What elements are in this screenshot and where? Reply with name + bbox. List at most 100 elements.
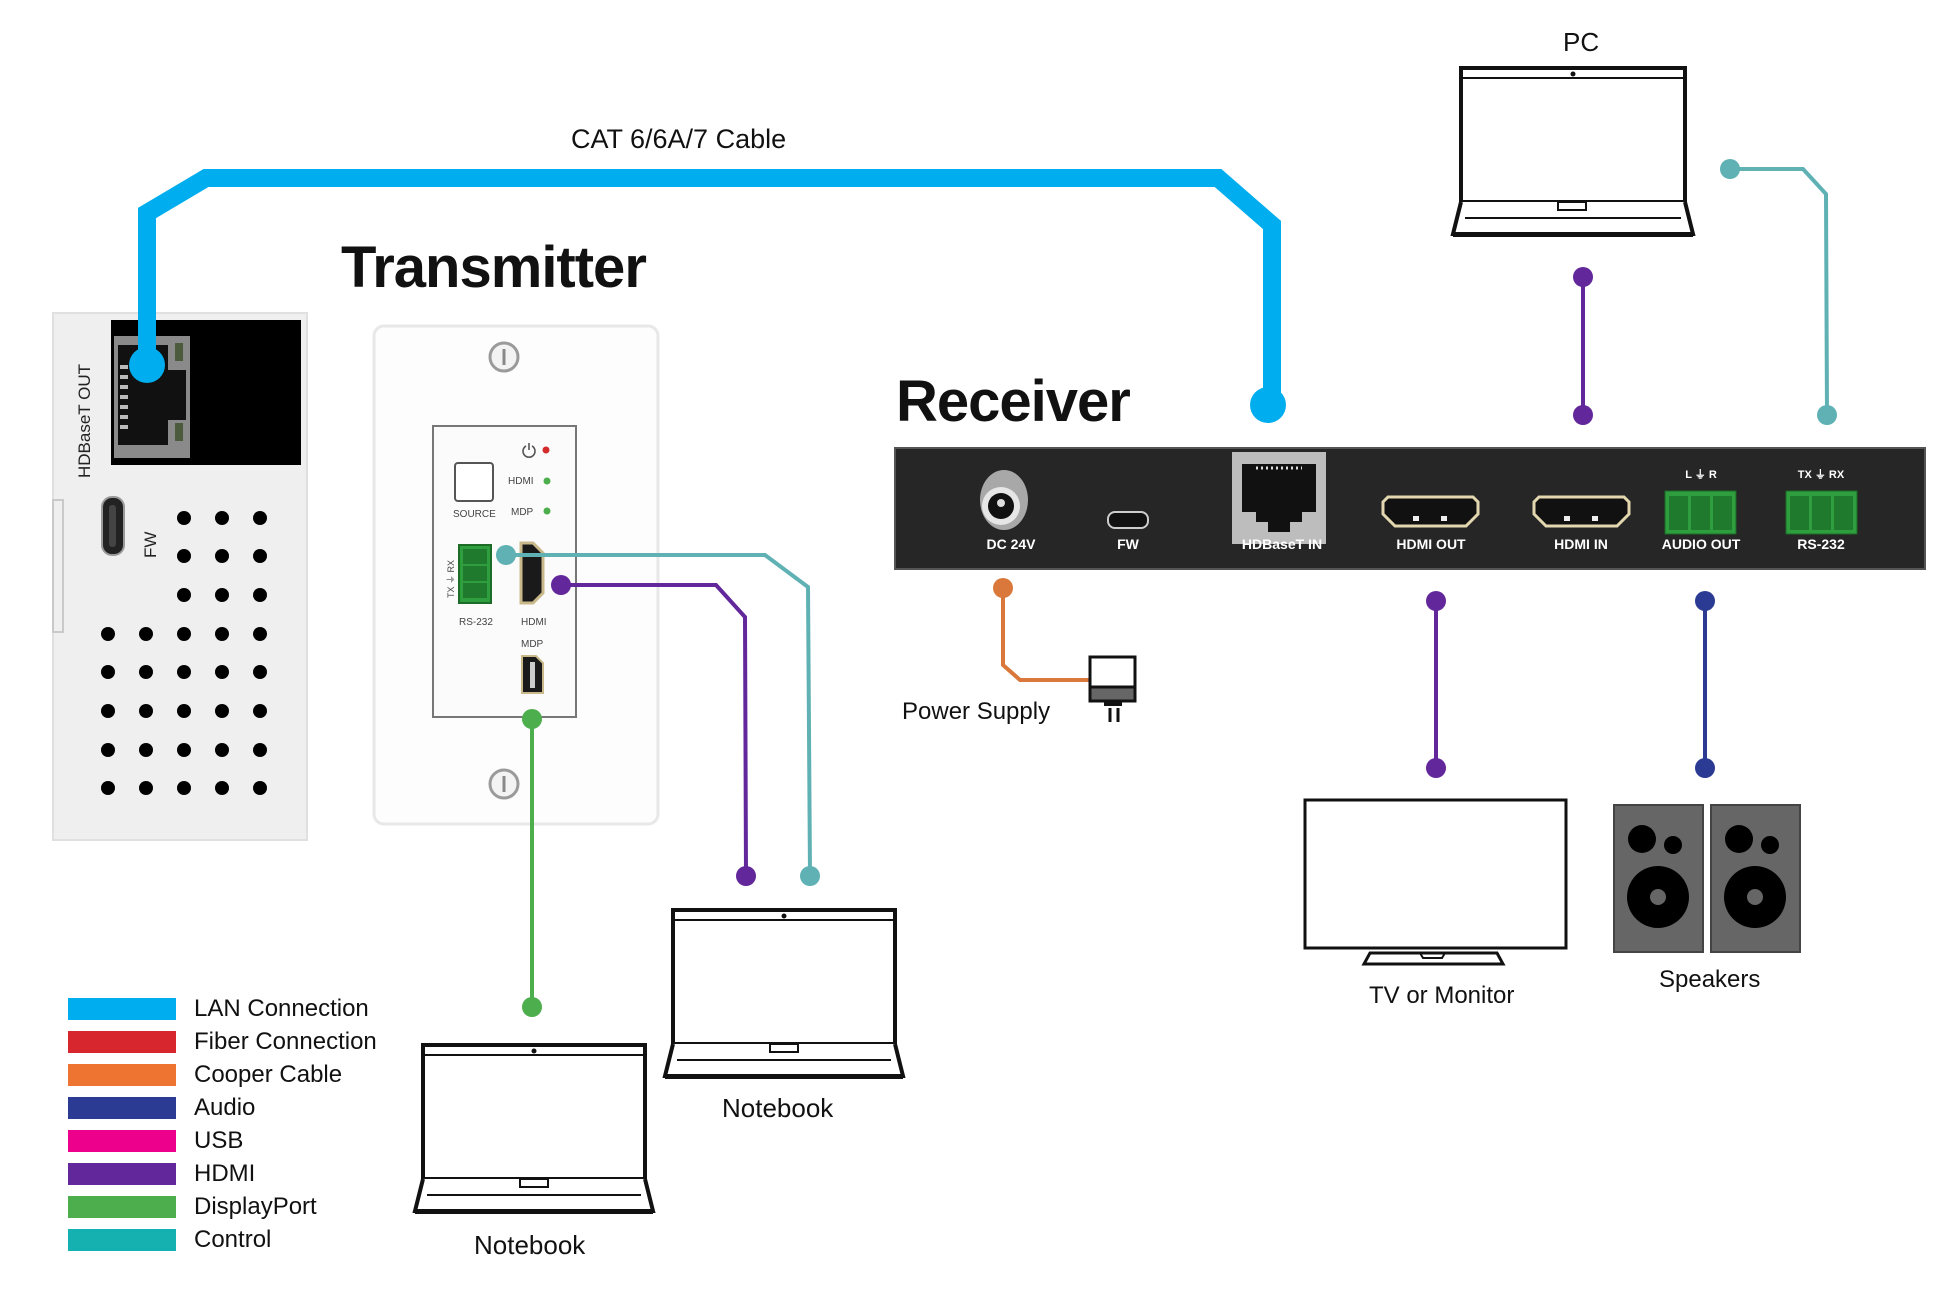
side-fw-label: FW bbox=[141, 531, 160, 558]
power-supply-icon bbox=[1088, 655, 1137, 722]
vent-hole bbox=[215, 627, 229, 641]
legend-swatch bbox=[68, 1096, 176, 1119]
vent-hole bbox=[101, 665, 115, 679]
vent-hole bbox=[253, 704, 267, 718]
dc-power-jack-icon bbox=[980, 470, 1028, 530]
vent-hole bbox=[177, 704, 191, 718]
legend-label: Control bbox=[194, 1225, 272, 1253]
lan-connector-dot bbox=[1250, 387, 1286, 423]
cable-type-label: CAT 6/6A/7 Cable bbox=[571, 124, 787, 154]
port-label-hdmi-out: HDMI OUT bbox=[1396, 536, 1466, 552]
legend-item: DisplayPort bbox=[68, 1190, 377, 1223]
transmitter-title: Transmitter bbox=[341, 235, 647, 300]
speakers-icon bbox=[1613, 804, 1801, 953]
legend-label: USB bbox=[194, 1126, 244, 1154]
legend-label: DisplayPort bbox=[194, 1192, 317, 1220]
control-cable-transmitter bbox=[506, 553, 812, 877]
legend-label: Cooper Cable bbox=[194, 1060, 343, 1088]
power-led bbox=[542, 446, 550, 454]
pc-laptop-icon bbox=[1450, 66, 1696, 237]
vent-hole bbox=[139, 781, 153, 795]
legend-swatch bbox=[68, 1228, 176, 1251]
hdmi-led bbox=[543, 477, 551, 485]
source-button-label: SOURCE bbox=[453, 509, 496, 520]
legend-item: HDMI bbox=[68, 1157, 377, 1190]
rs232-pins-label: TX ⏚ RX bbox=[446, 559, 456, 598]
cable-legend: LAN Connection Fiber Connection Cooper C… bbox=[68, 992, 377, 1256]
wall-mdp-label: MDP bbox=[521, 639, 544, 650]
vent-hole bbox=[139, 704, 153, 718]
legend-swatch bbox=[68, 1129, 176, 1152]
vent-hole bbox=[177, 781, 191, 795]
port-label-hdbaset-in: HDBaseT IN bbox=[1241, 536, 1323, 552]
vent-holes bbox=[101, 511, 267, 795]
vent-hole bbox=[177, 665, 191, 679]
vent-hole bbox=[215, 704, 229, 718]
copper-power-cable bbox=[1001, 588, 1090, 682]
legend-item: Cooper Cable bbox=[68, 1058, 377, 1091]
audio-pins-label: L ⏚ R bbox=[1685, 469, 1717, 481]
vent-hole bbox=[253, 781, 267, 795]
source-button[interactable] bbox=[454, 462, 494, 502]
mdp-led bbox=[543, 507, 551, 515]
legend-swatch bbox=[68, 1063, 176, 1086]
vent-hole bbox=[215, 665, 229, 679]
vent-hole bbox=[215, 588, 229, 602]
legend-item: Audio bbox=[68, 1091, 377, 1124]
legend-item: Control bbox=[68, 1223, 377, 1256]
speaker-left-icon bbox=[1613, 804, 1704, 953]
rs232-terminal-icon bbox=[458, 544, 492, 604]
rs232-terminal-icon bbox=[1785, 490, 1858, 535]
hdmi-led-label: HDMI bbox=[508, 476, 534, 487]
hdmi-port-icon bbox=[519, 541, 545, 605]
hdmi-cable-transmitter bbox=[561, 583, 748, 877]
wall-rs232-label: RS-232 bbox=[459, 617, 493, 628]
legend-swatch bbox=[68, 1195, 176, 1218]
vent-hole bbox=[139, 627, 153, 641]
port-label-rs232: RS-232 bbox=[1797, 536, 1845, 552]
wall-hdmi-label: HDMI bbox=[521, 617, 547, 628]
vent-hole bbox=[177, 743, 191, 757]
power-supply-label: Power Supply bbox=[902, 698, 1051, 725]
vent-hole bbox=[215, 511, 229, 525]
vent-hole bbox=[101, 627, 115, 641]
vent-hole bbox=[215, 549, 229, 563]
legend-swatch bbox=[68, 1030, 176, 1053]
vent-hole bbox=[177, 511, 191, 525]
vent-hole bbox=[139, 665, 153, 679]
legend-label: Fiber Connection bbox=[194, 1027, 377, 1055]
legend-item: LAN Connection bbox=[68, 992, 377, 1025]
hdmi-out-port-icon bbox=[1381, 495, 1480, 528]
vent-hole bbox=[177, 627, 191, 641]
vent-hole bbox=[101, 781, 115, 795]
port-label-hdmi-in: HDMI IN bbox=[1554, 536, 1608, 552]
legend-label: Audio bbox=[194, 1093, 256, 1121]
legend-item: Fiber Connection bbox=[68, 1025, 377, 1058]
vent-hole bbox=[253, 549, 267, 563]
tv-monitor-icon bbox=[1303, 798, 1568, 966]
notebook-laptop-icon bbox=[662, 908, 906, 1079]
vent-hole bbox=[253, 665, 267, 679]
mdp-led-label: MDP bbox=[511, 507, 534, 518]
control-cable-pc bbox=[1730, 167, 1829, 416]
cables bbox=[129, 159, 1837, 1017]
tv-monitor-label: TV or Monitor bbox=[1369, 982, 1515, 1009]
vent-hole bbox=[215, 743, 229, 757]
vent-hole bbox=[253, 588, 267, 602]
micro-usb-fw-port-icon bbox=[101, 496, 125, 556]
port-label-audio-out: AUDIO OUT bbox=[1661, 536, 1741, 552]
hdmi-in-port-icon bbox=[1532, 495, 1631, 528]
legend-swatch bbox=[68, 1162, 176, 1185]
vent-hole bbox=[215, 781, 229, 795]
pc-label: PC bbox=[1563, 27, 1600, 57]
vent-hole bbox=[253, 627, 267, 641]
notebook-label: Notebook bbox=[474, 1230, 586, 1260]
lan-connector-dot bbox=[129, 347, 165, 383]
legend-label: HDMI bbox=[194, 1159, 256, 1187]
vent-hole bbox=[253, 743, 267, 757]
vent-hole bbox=[139, 743, 153, 757]
notebook-label: Notebook bbox=[722, 1093, 834, 1123]
screw-icon bbox=[488, 341, 520, 373]
notebook-laptop-icon bbox=[412, 1043, 656, 1214]
